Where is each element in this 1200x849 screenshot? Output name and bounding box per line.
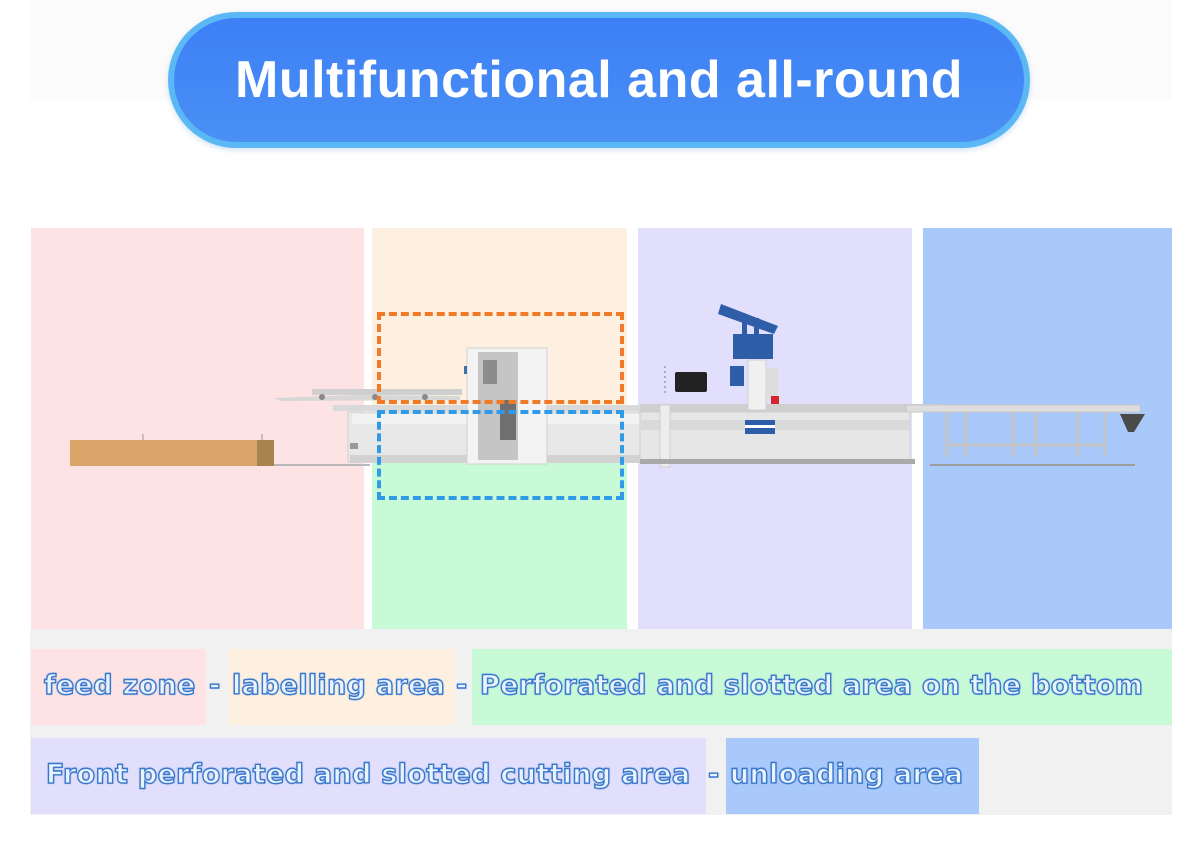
- zone-panel-feed: [31, 228, 364, 629]
- legend-chip-bottom-area: [472, 649, 1172, 725]
- legend-label-front-cutting-area: Front perforated and slotted cutting are…: [45, 758, 691, 790]
- page-title: Multifunctional and all-round: [235, 51, 963, 109]
- zone-panel-front-cutting: [638, 228, 912, 629]
- zone-panel-unloading: [923, 228, 1172, 629]
- bottom-area-highlight-frame: [377, 410, 624, 500]
- title-banner: Multifunctional and all-round: [168, 12, 1030, 148]
- legend-separator: -: [455, 669, 468, 701]
- title-banner-fill: Multifunctional and all-round: [174, 18, 1024, 142]
- legend-separator: -: [707, 758, 720, 790]
- legend-label-labelling-area: labelling area: [231, 669, 446, 701]
- legend-chip-feed-zone: [31, 649, 206, 725]
- legend-chip-front-cutting-area: [31, 738, 706, 814]
- legend-separator: -: [208, 669, 221, 701]
- legend-chip-labelling-area: [228, 649, 455, 725]
- legend-chip-unloading-area: [726, 738, 979, 814]
- legend-label-bottom-area: Perforated and slotted area on the botto…: [479, 669, 1144, 701]
- legend-label-feed-zone: feed zone: [43, 669, 196, 701]
- legend-label-unloading-area: unloading area: [729, 758, 964, 790]
- labelling-highlight-frame: [377, 312, 624, 404]
- zone-panel-bottom: [372, 463, 627, 629]
